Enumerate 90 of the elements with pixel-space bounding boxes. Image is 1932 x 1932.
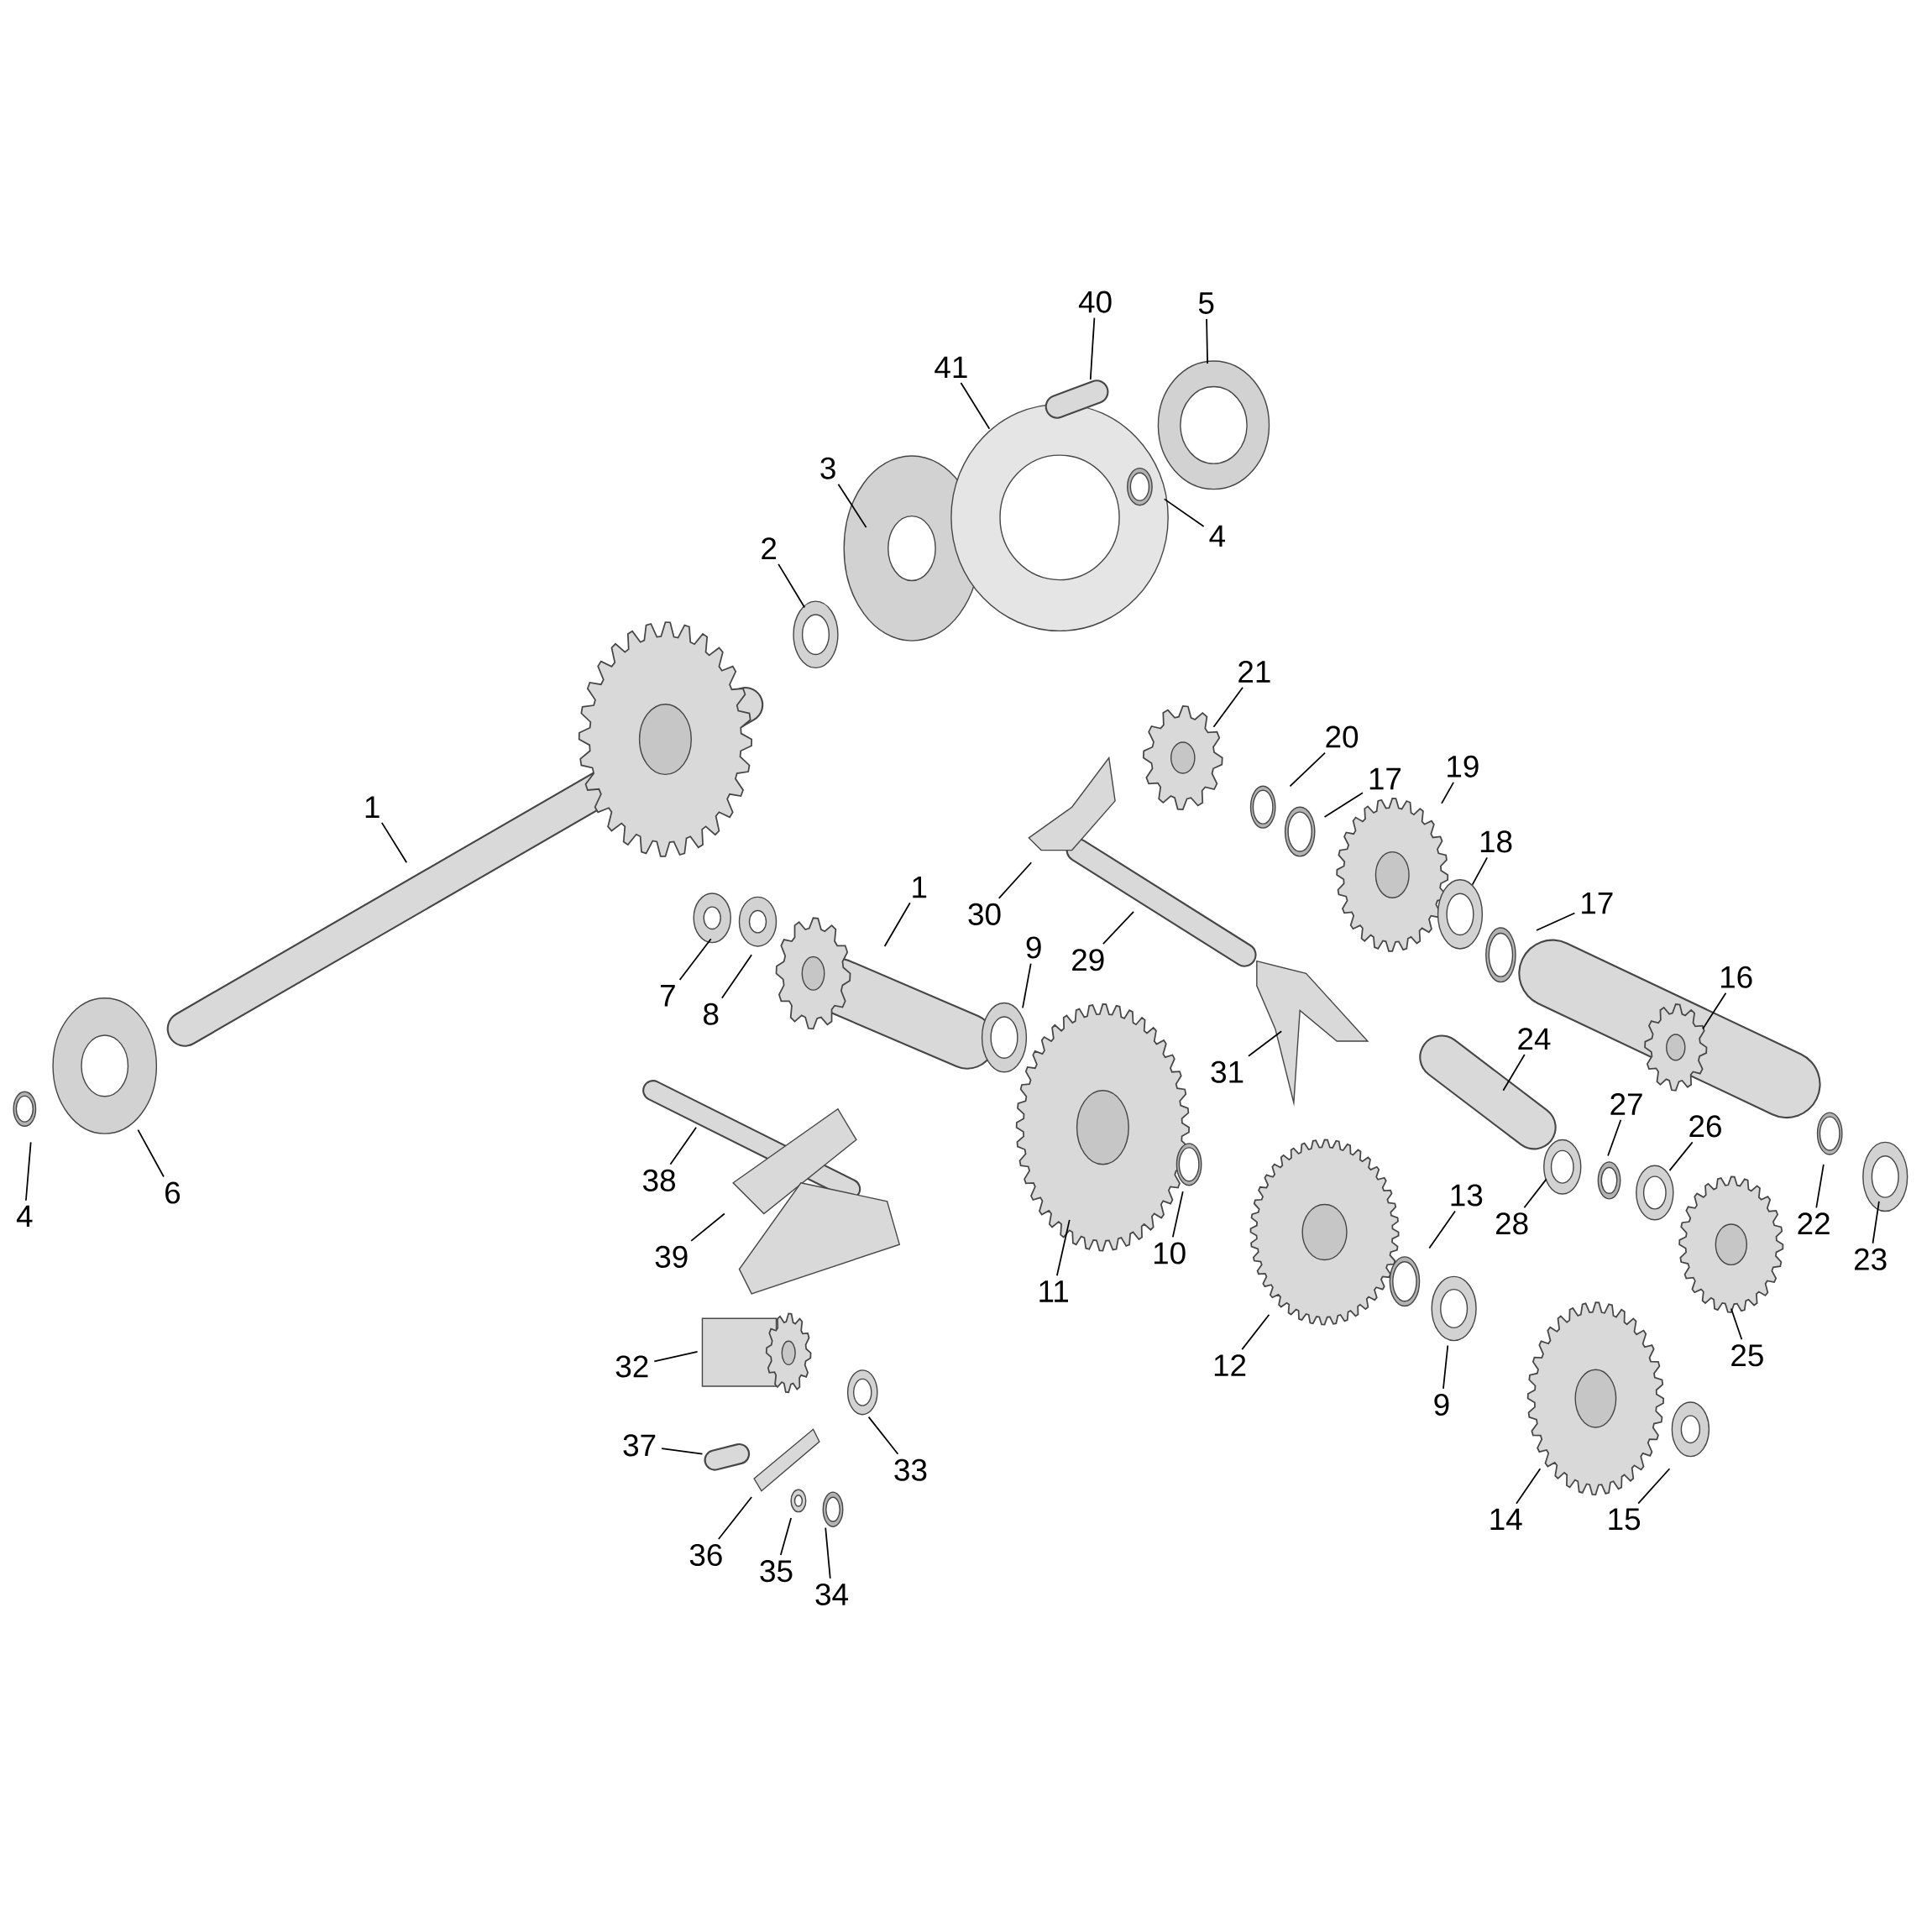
- callout-number: 36: [689, 1543, 722, 1567]
- callout-number: 26: [1689, 1115, 1721, 1138]
- leader-line: [779, 1517, 792, 1556]
- leader-line: [1241, 1313, 1270, 1351]
- callout-number: 11: [1039, 1280, 1068, 1302]
- leader-line: [1428, 1210, 1456, 1249]
- callout-number: 32: [615, 1355, 648, 1378]
- leader-line: [137, 1128, 165, 1178]
- callout-number: 9: [1026, 936, 1041, 959]
- callout-number: 13: [1451, 1184, 1483, 1207]
- callout-number: 21: [1238, 660, 1270, 683]
- leader-line: [837, 483, 867, 528]
- leader-line: [1022, 962, 1032, 1009]
- leader-line: [1815, 1163, 1825, 1209]
- callout-number: 9: [1434, 1393, 1449, 1416]
- callout-number: 2: [762, 537, 777, 559]
- callout-number: 18: [1480, 830, 1512, 853]
- leader-line: [380, 822, 408, 864]
- callout-number: 16: [1721, 966, 1752, 988]
- leader-line: [720, 954, 753, 999]
- callout-number: 7: [661, 985, 675, 1007]
- leader-line: [1523, 1178, 1547, 1209]
- callout-number: 23: [1855, 1248, 1887, 1270]
- callout-number: 31: [1211, 1060, 1243, 1083]
- leader-line: [1212, 686, 1243, 728]
- callout-number: 30: [968, 903, 1001, 925]
- leader-line: [1248, 1030, 1283, 1057]
- leader-line: [867, 1416, 899, 1455]
- leader-line: [1171, 1191, 1184, 1238]
- leader-line: [997, 861, 1033, 899]
- callout-number: 41: [935, 356, 967, 378]
- callout-number: 15: [1609, 1508, 1641, 1531]
- leader-line: [883, 902, 911, 947]
- leader-line: [1289, 751, 1326, 788]
- callout-number: 39: [655, 1245, 688, 1268]
- callout-number: 38: [642, 1169, 675, 1191]
- leader-line: [1056, 1218, 1071, 1277]
- leader-line: [1730, 1307, 1743, 1341]
- leader-line: [1206, 318, 1208, 364]
- callout-number: 19: [1448, 755, 1479, 778]
- callout-number: 17: [1582, 893, 1613, 914]
- leader-line: [1441, 781, 1454, 804]
- leader-line: [1502, 1054, 1526, 1092]
- leader-line: [653, 1350, 699, 1363]
- callout-number: 27: [1610, 1093, 1642, 1115]
- callout-number: 28: [1495, 1212, 1528, 1235]
- callout-number: 4: [1209, 525, 1225, 547]
- callout-number: 12: [1214, 1354, 1246, 1376]
- callout-number: 8: [704, 1003, 719, 1025]
- callout-number: 37: [623, 1434, 656, 1457]
- callout-number: 10: [1154, 1242, 1186, 1264]
- callout-number: 6: [165, 1181, 181, 1204]
- leader-line: [1637, 1468, 1671, 1505]
- leader-line: [1471, 856, 1489, 886]
- leader-line: [1536, 912, 1576, 931]
- callout-number: 17: [1369, 767, 1401, 790]
- callout-number: 4: [16, 1205, 33, 1228]
- leader-line: [717, 1496, 753, 1540]
- callout-number: 1: [365, 796, 380, 818]
- callout-number: 34: [815, 1583, 848, 1606]
- callout-number: 22: [1798, 1212, 1830, 1235]
- callout-number: 25: [1731, 1344, 1763, 1367]
- leader-line: [1442, 1344, 1449, 1390]
- leader-line: [1089, 317, 1096, 380]
- leader-line: [661, 1448, 704, 1455]
- leader-line: [960, 382, 991, 430]
- callout-number: 24: [1518, 1028, 1551, 1050]
- leader-line: [1668, 1141, 1694, 1171]
- leader-line: [778, 563, 806, 609]
- leader-line: [1872, 1200, 1880, 1244]
- leader-line: [1102, 911, 1134, 945]
- callout-number: 3: [820, 457, 835, 479]
- leader-line: [825, 1526, 831, 1579]
- callout-number: 20: [1326, 725, 1359, 748]
- leader-line: [25, 1141, 32, 1202]
- leader-line: [1163, 498, 1205, 527]
- leader-line: [1516, 1468, 1542, 1505]
- leader-line: [669, 1126, 697, 1165]
- leader-line: [1323, 792, 1364, 818]
- callout-number: 35: [760, 1560, 793, 1583]
- leader-line: [1702, 992, 1727, 1030]
- callout-number: 33: [894, 1458, 927, 1481]
- callout-number: 14: [1490, 1508, 1522, 1531]
- callout-number: 40: [1078, 291, 1112, 313]
- callout-number: 5: [1198, 292, 1214, 314]
- callout-number: 29: [1072, 949, 1104, 971]
- leader-line: [690, 1212, 725, 1242]
- callout-number: 1: [913, 876, 927, 898]
- leader-line: [678, 938, 712, 981]
- leader-line: [1607, 1118, 1622, 1157]
